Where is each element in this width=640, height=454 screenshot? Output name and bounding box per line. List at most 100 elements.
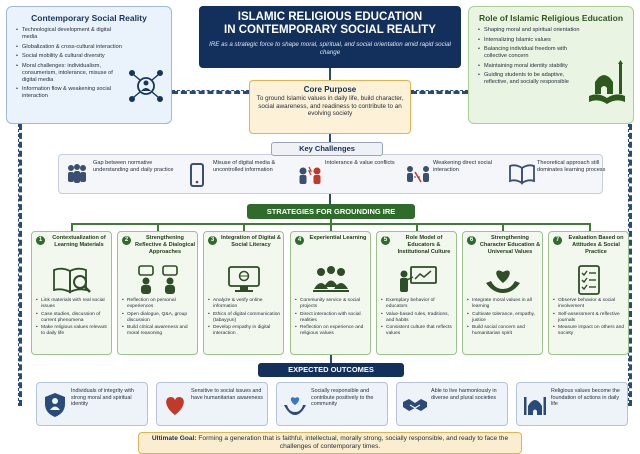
connector-left-vertical — [18, 124, 22, 406]
panel-heading: Contemporary Social Reality — [31, 13, 147, 23]
list-item: Reflection on experience and religious v… — [295, 325, 369, 337]
list-item: Develop empathy in digital interaction — [208, 325, 282, 337]
strategy-list: Community service & social projects Dire… — [295, 298, 369, 339]
outcome-item: Individuals of integrity with strong mor… — [36, 382, 148, 426]
panel-heading: Role of Islamic Religious Education — [478, 13, 624, 23]
list-item: Build social concern and humanitarian sp… — [467, 325, 541, 337]
strategy-list: Reflection on personal experiences Open … — [122, 298, 196, 339]
challenge-text: Theoretical approach still dominates lea… — [537, 160, 606, 173]
page-subtitle: IRE as a strategic force to shape moral,… — [209, 41, 451, 56]
outcome-item: Able to live harmoniously in diverse and… — [396, 382, 508, 426]
strategy-card-7: 7 Evaluation Based on Attitudes & Social… — [548, 231, 629, 355]
teacher-board-icon — [397, 265, 437, 300]
list-item: Analyze & verify online information — [208, 298, 282, 310]
list-item: Measure impact on others and society — [553, 325, 627, 337]
role-list: Shaping moral and spiritual orientation … — [477, 27, 625, 86]
strategy-list: Analyze & verify online information Ethi… — [208, 298, 282, 339]
mosque-book-icon — [587, 60, 627, 109]
list-item: Moral challenges: individualism, consume… — [15, 63, 125, 84]
monitor-network-icon — [224, 265, 264, 300]
list-item: Ethics of digital communication (tabayyu… — [208, 312, 282, 324]
outcome-item: Religious values become the foundation o… — [516, 382, 628, 426]
strategy-card-1: 1 Contextualization of Learning Material… — [31, 231, 112, 355]
challenge-text: Intolerance & value conflicts — [325, 160, 395, 166]
network-people-icon — [127, 68, 165, 109]
strategy-list: Integrate moral values in all learning C… — [467, 298, 541, 339]
page-title-line2: IN CONTEMPORARY SOCIAL REALITY — [224, 24, 436, 36]
strategy-card-6: 6 Strengthening Character Education & Un… — [462, 231, 543, 355]
strategy-card-3: 3 Integration of Digital & Social Litera… — [203, 231, 284, 355]
strategy-card-2: 2 Strengthening Reflective & Dialogical … — [117, 231, 198, 355]
connector-strategies-outcomes — [330, 355, 332, 363]
challenge-item: Intolerance & value conflicts — [295, 159, 395, 191]
key-challenges-row: Gap between normative understanding and … — [58, 154, 605, 194]
branch-drop — [243, 223, 245, 231]
outcome-text: Sensitive to social issues and have huma… — [191, 388, 263, 401]
outcome-text: Able to live harmoniously in diverse and… — [431, 388, 497, 401]
list-item: Social mobility & cultural diversity — [15, 53, 125, 60]
outcome-text: Individuals of integrity with strong mor… — [71, 388, 134, 408]
list-item: Link materials with real social issues — [36, 298, 110, 310]
key-challenges-label: Key Challenges — [271, 142, 383, 156]
strategy-title: Evaluation Based on Attitudes & Social P… — [568, 235, 624, 255]
list-item: Internalizing Islamic values — [477, 37, 587, 44]
core-purpose-heading: Core Purpose — [303, 85, 357, 94]
list-item: Globalization & cross-cultural interacti… — [15, 44, 125, 51]
page-title-line1: ISLAMIC RELIGIOUS EDUCATION — [237, 11, 423, 23]
strategy-number: 4 — [295, 236, 304, 245]
strategies-branch-stem — [330, 219, 332, 223]
expected-outcomes-label: EXPECTED OUTCOMES — [258, 363, 404, 377]
list-item: Make religious values relevant to daily … — [36, 325, 110, 337]
list-item: Direct interaction with social realities — [295, 312, 369, 324]
list-item: Build critical awareness and moral reaso… — [122, 325, 196, 337]
connector-challenges-strategies — [329, 194, 331, 204]
strategy-card-4: 4 Experiential Learning Community servic… — [290, 231, 371, 355]
list-item: Community service & social projects — [295, 298, 369, 310]
heart-hands-icon — [483, 265, 523, 300]
strategies-label: STRATEGIES FOR GROUNDING IRE — [247, 204, 415, 219]
challenge-text: Weakening direct social interaction — [433, 160, 492, 173]
connector-left-to-core — [172, 90, 249, 94]
strategy-list: Observe behavior & social involvement Se… — [553, 298, 627, 339]
list-item: Open dialogue, Q&A, group discussion — [122, 312, 196, 324]
list-item: Reflection on personal experiences — [122, 298, 196, 310]
book-magnifier-icon — [52, 265, 92, 300]
strategy-list: Link materials with real social issues C… — [36, 298, 110, 339]
branch-drop — [416, 223, 418, 231]
list-item: Exemplary behavior of educators — [381, 298, 455, 310]
list-item: Integrate moral values in all learning — [467, 298, 541, 310]
core-purpose-box: Core Purpose To ground Islamic values in… — [249, 80, 411, 134]
list-item: Technological development & digital medi… — [15, 27, 125, 41]
strategy-title: Strengthening Character Education & Univ… — [479, 235, 541, 255]
strategy-title: Integration of Digital & Social Literacy — [221, 235, 281, 248]
outcome-text: Socially responsible and contribute posi… — [311, 388, 374, 408]
strategy-number: 3 — [208, 236, 217, 245]
list-item: Shaping moral and spiritual orientation — [477, 27, 587, 34]
list-item: Consistent culture that reflects values — [381, 325, 455, 337]
strategy-number: 5 — [381, 236, 390, 245]
connector-title-core — [329, 68, 331, 80]
strategy-number: 6 — [467, 236, 476, 245]
checklist-icon — [569, 265, 609, 300]
main-title-box: ISLAMIC RELIGIOUS EDUCATION IN CONTEMPOR… — [199, 6, 461, 68]
core-purpose-text: To ground Islamic values in daily life, … — [256, 95, 404, 118]
strategy-number: 1 — [36, 236, 45, 245]
list-item: Self-assessment & reflective journals — [553, 312, 627, 324]
reality-list: Technological development & digital medi… — [15, 27, 163, 100]
branch-drop — [157, 223, 159, 231]
challenge-text: Gap between normative understanding and … — [93, 160, 174, 173]
list-item: Information flow & weakening social inte… — [15, 86, 125, 100]
challenge-item: Misuse of digital media & uncontrolled i… — [183, 159, 287, 191]
branch-drop — [71, 223, 73, 231]
contemporary-social-reality-panel: Contemporary Social Reality Technologica… — [6, 6, 172, 124]
strategy-title: Contextualization of Learning Materials — [52, 235, 106, 248]
strategy-number: 7 — [553, 236, 562, 245]
connector-core-challenges — [329, 134, 331, 142]
list-item: Observe behavior & social involvement — [553, 298, 627, 310]
ultimate-goal-box: Ultimate Goal: Forming a generation that… — [138, 432, 522, 454]
strategy-list: Exemplary behavior of educators Value-ba… — [381, 298, 455, 339]
ultimate-goal-label: Ultimate Goal: — [151, 435, 197, 442]
challenge-item: Weakening direct social interaction — [403, 159, 499, 191]
connector-right-to-core — [411, 90, 468, 94]
challenge-text: Misuse of digital media & uncontrolled i… — [213, 160, 276, 173]
